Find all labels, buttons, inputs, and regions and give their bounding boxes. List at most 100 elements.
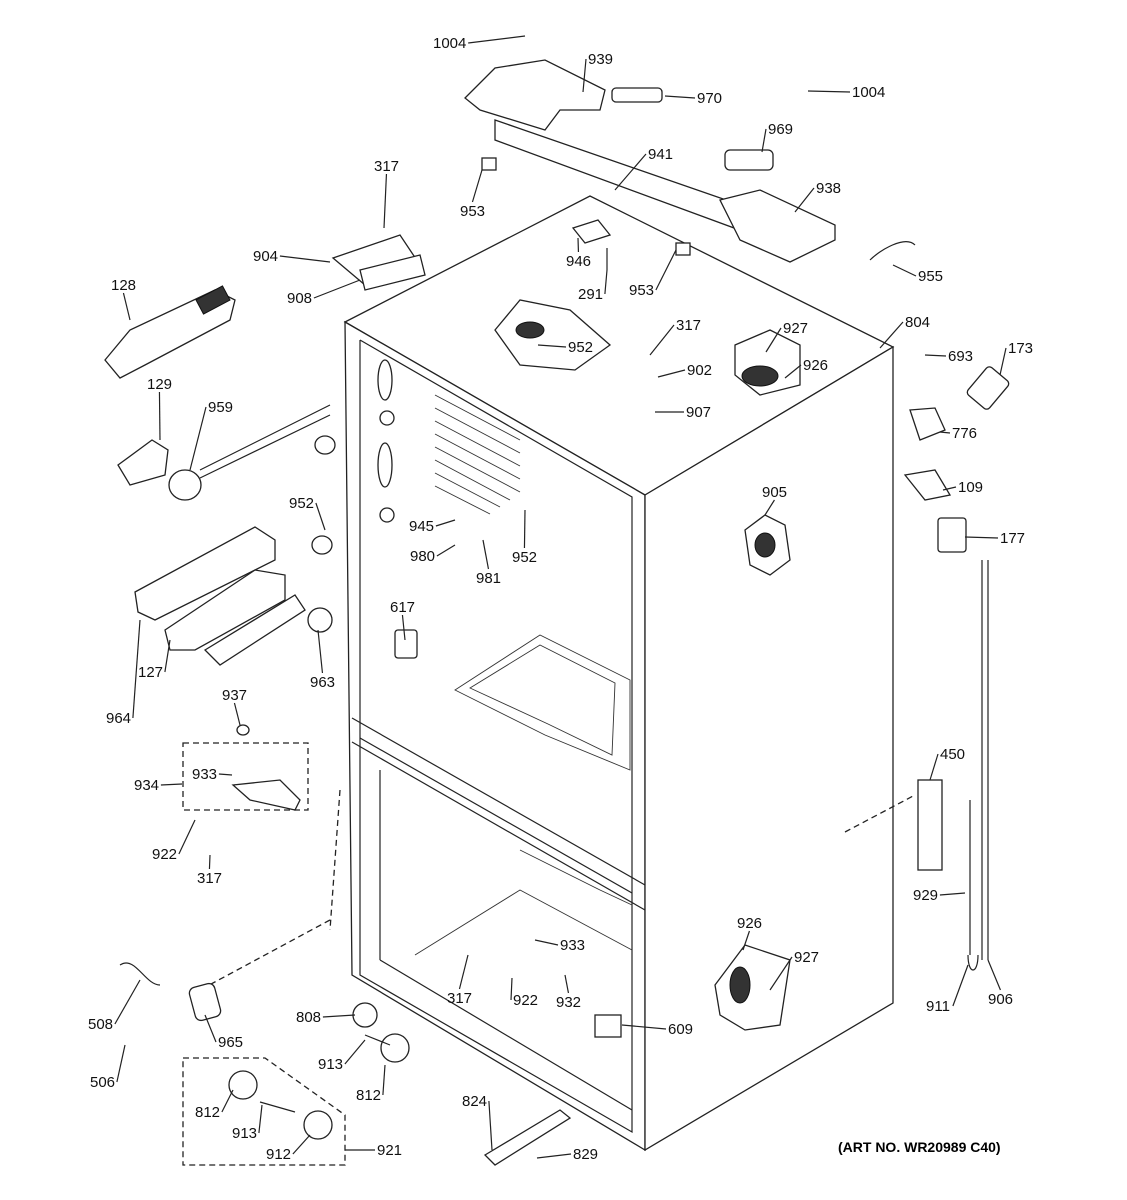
leader-line [939,431,951,434]
callout-label: 946 [566,253,591,270]
leader-line [892,264,917,277]
leader-line [879,321,904,349]
callout-label: 953 [460,203,485,220]
callout-label: 913 [232,1125,257,1142]
callout-label: 812 [356,1087,381,1104]
leader-line [742,930,751,951]
cabinet [199,195,916,1152]
leader-line [794,187,815,213]
callout-label: 941 [648,146,673,163]
callout-label: 964 [106,710,131,727]
callout-label: 981 [476,570,501,587]
callout-label: 938 [816,180,841,197]
leader-line [924,354,947,357]
leader-line [564,974,570,994]
leader-line [218,773,233,776]
callout-label: 952 [289,495,314,512]
leader-line [458,954,469,990]
leader-line [435,519,456,527]
callout-label: 959 [208,399,233,416]
leader-line [122,292,131,321]
callout-label: 804 [905,314,930,331]
leader-line [621,1024,667,1030]
leader-line [534,939,559,946]
callout-label: 913 [318,1056,343,1073]
callout-label: 609 [668,1021,693,1038]
leader-line [655,249,677,291]
callout-label: 904 [253,248,278,265]
callout-label: 911 [926,998,950,1015]
leader-line [929,753,939,781]
leader-line [649,324,675,356]
leader-line [279,255,331,263]
leader-line [523,509,526,549]
leader-line [401,614,406,641]
leader-line [614,153,647,191]
leader-line [582,58,587,93]
leader-line [765,327,782,353]
leader-line [258,1104,263,1134]
leader-line [292,1134,311,1155]
leader-line [315,502,326,531]
callout-label: 952 [512,549,537,566]
leader-line [764,499,775,516]
leader-line [784,364,802,379]
callout-label: 902 [687,362,712,379]
leader-line [132,619,141,719]
callout-label: 939 [588,51,613,68]
callout-label: 109 [958,479,983,496]
callout-label: 953 [629,282,654,299]
callout-label: 945 [409,518,434,535]
callout-label: 934 [134,777,159,794]
callout-label: 1004 [852,84,885,101]
callout-label: 506 [90,1074,115,1091]
callout-label: 173 [1008,340,1033,357]
leader-line [208,854,211,870]
leader-line [488,1100,493,1151]
callout-label: 907 [686,404,711,421]
leader-line [164,639,171,673]
callout-label: 963 [310,674,335,691]
top-parts [331,59,916,291]
callout-label: 926 [737,915,762,932]
callout-label: 937 [222,687,247,704]
callout-label: 952 [568,339,593,356]
leader-line [468,35,526,44]
callout-label: 693 [948,348,973,365]
leader-line [987,959,1002,991]
callout-label: 128 [111,277,136,294]
art-number: (ART NO. WR20989 C40) [838,1139,1001,1155]
callout-label: 617 [390,599,415,616]
callout-label: 808 [296,1009,321,1026]
leader-line [537,344,567,348]
callout-label: 317 [447,990,472,1007]
leader-line [344,1039,366,1065]
leader-line [942,486,957,491]
leader-line [178,819,196,855]
callout-label: 906 [988,991,1013,1008]
leader-line [471,169,483,203]
callout-label: 824 [462,1093,487,1110]
callout-label: 508 [88,1016,113,1033]
callout-label: 932 [556,994,581,1011]
leader-line [510,977,513,1001]
right-parts [483,366,1010,1166]
callout-label: 908 [287,290,312,307]
callout-label: 980 [410,548,435,565]
leader-line [233,702,241,726]
callout-label: 127 [138,664,163,681]
callout-label: 927 [783,320,808,337]
callout-label: 829 [573,1146,598,1163]
leader-line [313,279,361,299]
leader-line [657,369,686,378]
callout-label: 970 [697,90,722,107]
leader-line [317,629,324,674]
callout-label: 291 [578,286,603,303]
callout-label: 450 [940,746,965,763]
callout-label: 177 [1000,530,1025,547]
leader-line [436,544,456,557]
leader-line [807,90,851,93]
